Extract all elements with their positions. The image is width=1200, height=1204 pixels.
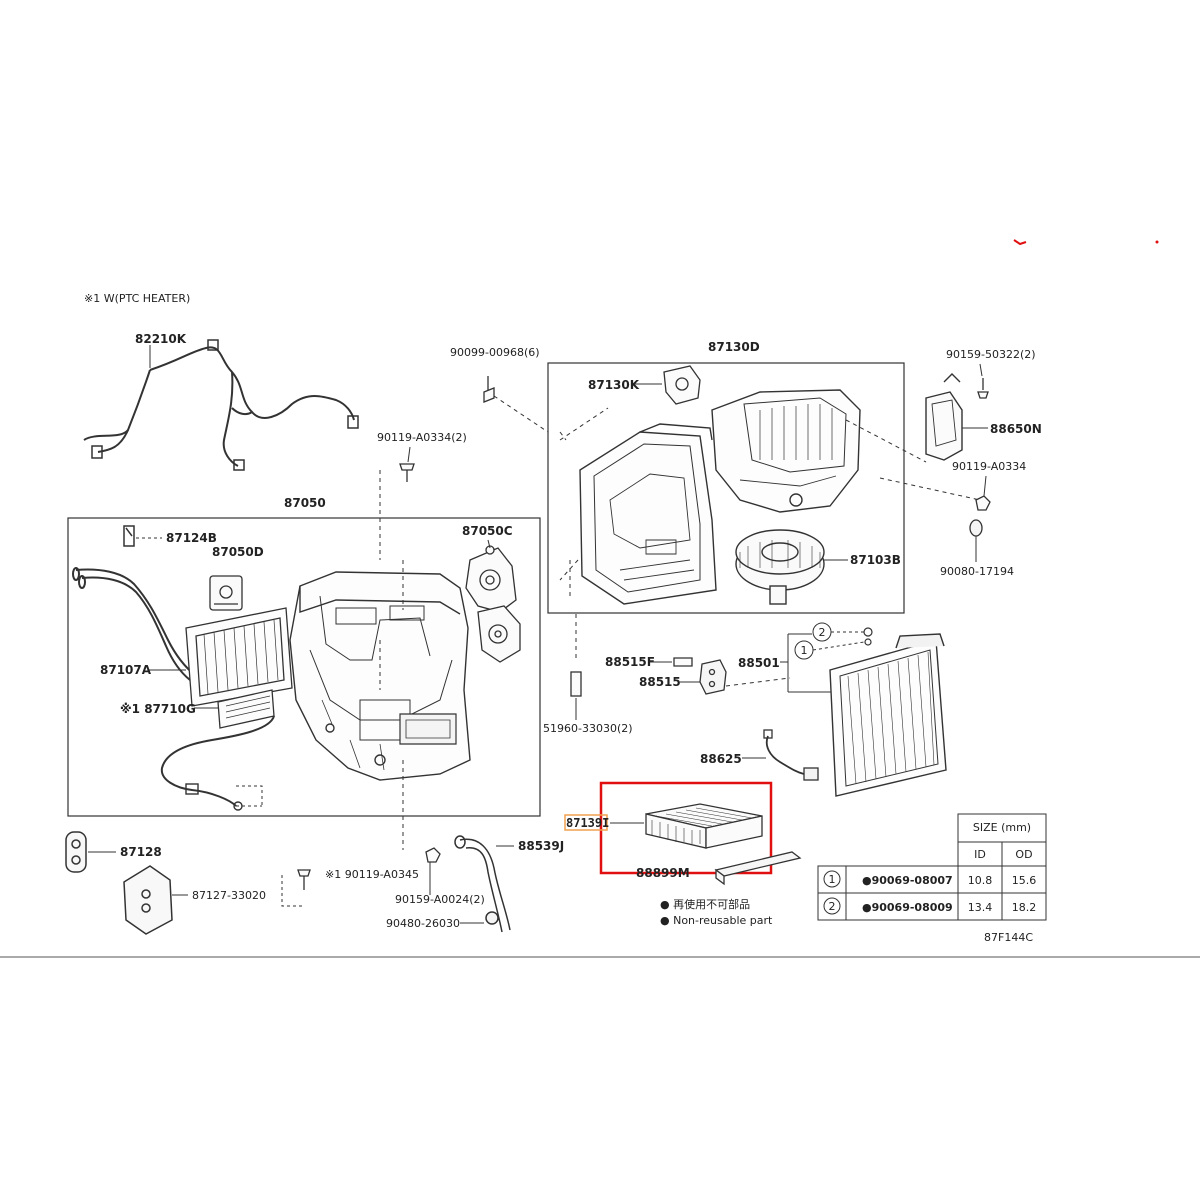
clip-87124B: [123, 525, 135, 547]
screw-90119-A0334-b: [975, 495, 991, 511]
screw-90119-A0334: [399, 463, 415, 482]
bolt-90099: [483, 376, 495, 403]
label-90159-50322: 90159-50322(2): [946, 348, 1036, 361]
dashed-leader: [725, 677, 791, 687]
callout-2-label: 2: [819, 626, 826, 639]
dashed-leader: [493, 395, 549, 433]
label-90119-A0334-2: 90119-A0334(2): [377, 431, 467, 444]
label-highlight: [564, 814, 608, 831]
pad-87127: [123, 865, 173, 935]
label-88625: 88625: [700, 752, 742, 766]
stray-dot: [1155, 240, 1159, 244]
label-87128: 87128: [120, 845, 162, 859]
heater-core: [185, 607, 293, 707]
leader-90159-50322: [979, 363, 983, 377]
screw-90119-A0345: [297, 869, 311, 890]
blower-case-frame: [579, 423, 717, 605]
label-87103B: 87103B: [850, 553, 901, 567]
stray-mark: [1013, 239, 1027, 246]
size-table: [817, 813, 1047, 921]
evaporator-88501: [829, 633, 947, 797]
label-90480: 90480-26030: [386, 917, 460, 930]
actuator-87130K: [663, 365, 701, 405]
filter-cover-88899M: [714, 851, 802, 886]
leader-88501-bracket: [780, 633, 834, 693]
amplifier-88650N: [925, 373, 963, 461]
dashed-leader: [845, 419, 981, 501]
label-87127: 87127-33020: [192, 889, 266, 902]
dashed-leader: [281, 875, 304, 907]
dashed-leader: [236, 785, 263, 807]
dashed-assembly-lines: [379, 470, 404, 850]
damper-motor-87050C: [465, 545, 521, 663]
size-row-1-od: 15.6: [1012, 874, 1037, 887]
leader-87050C: [487, 539, 491, 549]
ptc-heater-87710G: [217, 689, 275, 729]
label-87130D: 87130D: [708, 340, 760, 354]
label-88539J: 88539J: [518, 839, 564, 853]
label-88650N: 88650N: [990, 422, 1042, 436]
thermistor-88625: [763, 729, 819, 781]
ptc-harness: [160, 715, 275, 811]
size-table-header: SIZE (mm): [973, 821, 1031, 834]
label-87050C: 87050C: [462, 524, 513, 538]
group-box-87050: [67, 517, 541, 817]
legend-line-2: ● Non-reusable part: [660, 914, 773, 927]
label-90119-A0334: 90119-A0334: [952, 460, 1026, 473]
label-88515F: 88515F: [605, 655, 655, 669]
label-87050: 87050: [284, 496, 326, 510]
label-87107A: 87107A: [100, 663, 152, 677]
label-87139: 87139I: [566, 816, 609, 830]
size-row-2-part: ●90069-08009: [862, 901, 953, 914]
valve-88515: [699, 659, 727, 695]
label-82210K: 82210K: [135, 332, 187, 346]
label-90119-A0345: ※1 90119-A0345: [325, 868, 419, 881]
leader-90119-A0334: [983, 475, 987, 497]
actuator-87050D: [209, 575, 243, 611]
label-88501: 88501: [738, 656, 780, 670]
size-row-2-id: 13.4: [968, 901, 993, 914]
label-87124B: 87124B: [166, 531, 217, 545]
blower-housing: [711, 389, 861, 513]
drain-hose-88539J: [454, 835, 511, 933]
size-row-2-num: 2: [829, 900, 836, 913]
highlight-box: [599, 781, 773, 875]
label-51960: 51960-33030(2): [543, 722, 633, 735]
screw-90159-50322: [977, 378, 989, 399]
label-88899M: 88899M: [636, 866, 690, 880]
dashed-leader: [812, 641, 865, 651]
screw-90159-A0024: [425, 847, 441, 863]
ptc-heater-note: ※1 W(PTC HEATER): [84, 292, 190, 305]
blower-fan-87103B: [735, 529, 825, 605]
o-rings: [863, 627, 873, 646]
cabin-filter-87139: [645, 803, 763, 849]
label-87130K: 87130K: [588, 378, 640, 392]
legend-line-1: ● 再使用不可部品: [660, 897, 750, 911]
group-box-87130D: [547, 362, 905, 614]
label-90080: 90080-17194: [940, 565, 1014, 578]
size-row-1-part: ●90069-08007: [862, 874, 953, 887]
size-row-1-id: 10.8: [968, 874, 993, 887]
size-row-1-num: 1: [829, 873, 836, 886]
label-87710G: ※1 87710G: [120, 702, 196, 716]
label-87050D: 87050D: [212, 545, 264, 559]
label-90159-A0024: 90159-A0024(2): [395, 893, 485, 906]
label-90099-00968: 90099-00968(6): [450, 346, 540, 359]
grommet-87128: [65, 831, 87, 873]
wire-harness-82210K: [83, 339, 359, 471]
leader-90119-A0334-2: [407, 446, 411, 463]
figure-code: 87F144C: [984, 931, 1033, 944]
callout-1-label: 1: [801, 644, 808, 657]
heater-pipes-87107A: [72, 567, 197, 681]
size-table-col-id: ID: [974, 848, 986, 861]
size-row-2-od: 18.2: [1012, 901, 1037, 914]
pad-51960: [570, 671, 582, 697]
clip-90080-17194: [969, 519, 983, 537]
bolt-88515F: [673, 657, 693, 667]
label-88515: 88515: [639, 675, 681, 689]
size-table-col-od: OD: [1015, 848, 1032, 861]
